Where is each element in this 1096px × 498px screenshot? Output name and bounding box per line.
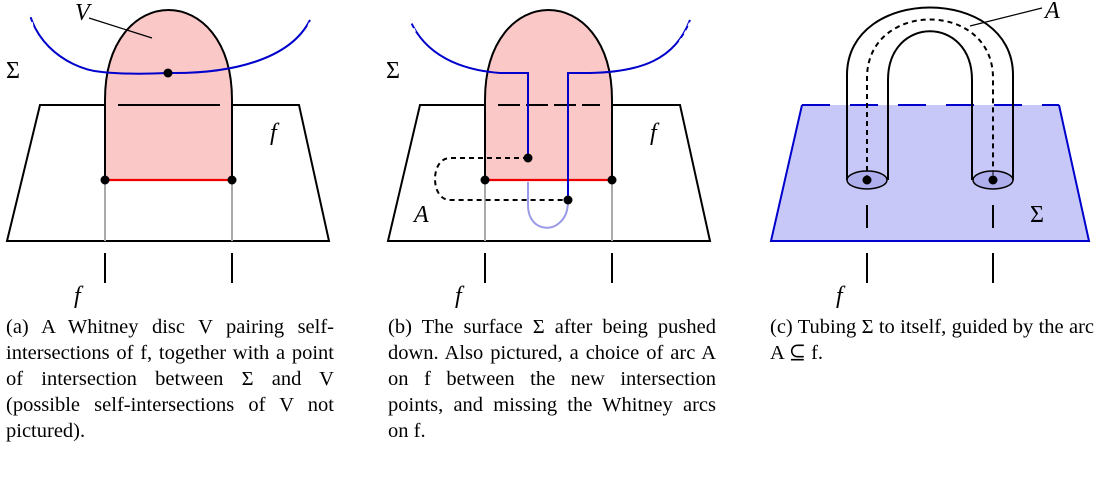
panel-b-label-A: A: [412, 202, 429, 228]
panel-a-label-V: V: [75, 0, 92, 26]
panel-b-caption: (b) The surface Σ after being pushed dow…: [388, 316, 716, 442]
panel-a-double-point-right: [227, 175, 237, 185]
panel-a-label-sigma: Σ: [6, 58, 20, 84]
panel-c-arc-A-core: [866, 18, 994, 180]
panel-c-label-sigma: Σ: [1030, 202, 1044, 228]
panel-a-caption: (a) A Whitney disc V pairing self-inters…: [6, 316, 334, 442]
panel-c-surface-sigma: [771, 105, 1089, 241]
panel-c-label-f-below: f: [836, 283, 846, 309]
panel-b-new-intersection-point-1: [523, 153, 533, 163]
panel-c-tube-outer: [846, 6, 1014, 180]
panel-a-surface-sigma: [101, 19, 311, 75]
panel-a-double-point-left: [100, 175, 110, 185]
panel-a-label-V-leader: [88, 17, 153, 39]
panel-b-label-sigma: Σ: [386, 58, 400, 84]
panel-a-surface-sigma-left-dashed: [28, 14, 46, 51]
panel-c-label-A: A: [1043, 0, 1060, 24]
panel-b-surface-sigma: [409, 19, 691, 200]
panel-a-label-f-plane: f: [270, 120, 280, 146]
panel-a-diagram: V Σ f f: [5, 0, 331, 309]
panel-b-whitney-disc-outline: [484, 9, 613, 180]
panel-a-whitney-disc: [105, 10, 232, 180]
panel-b-whitney-disc: [485, 10, 612, 180]
panel-c-tube-point-right: [988, 175, 998, 185]
panel-a-sigma-V-intersection-point: [163, 68, 173, 78]
panel-c-diagram: A Σ f: [769, 0, 1091, 309]
panel-b-surface-sigma-left-dashed: [408, 19, 426, 49]
panel-b-label-f-below: f: [455, 283, 465, 309]
panel-b-label-f-plane: f: [650, 120, 660, 146]
panel-b-surface-sigma-right-dashed: [678, 17, 694, 43]
panel-b-double-point-left: [480, 175, 490, 185]
panel-b-new-intersection-point-2: [563, 195, 573, 205]
panel-c-surface-sigma-edges: [769, 104, 1091, 242]
panel-b-double-point-right: [607, 175, 617, 185]
panel-b-pushed-curve-underneath: [527, 182, 569, 229]
panel-b-diagram: Σ f A f: [386, 9, 712, 309]
panel-c-tube-inner: [887, 30, 973, 180]
panel-c-label-A-leader: [969, 7, 1043, 27]
panel-a-surface-sigma-left: [29, 14, 103, 73]
panel-c-caption: (c) Tubing Σ to itself, guided by the ar…: [770, 316, 1094, 364]
panel-a-label-f-below: f: [74, 283, 84, 309]
panel-c-tube-point-left: [862, 175, 872, 185]
panel-a-surface-sigma-right-dashed: [298, 17, 314, 43]
